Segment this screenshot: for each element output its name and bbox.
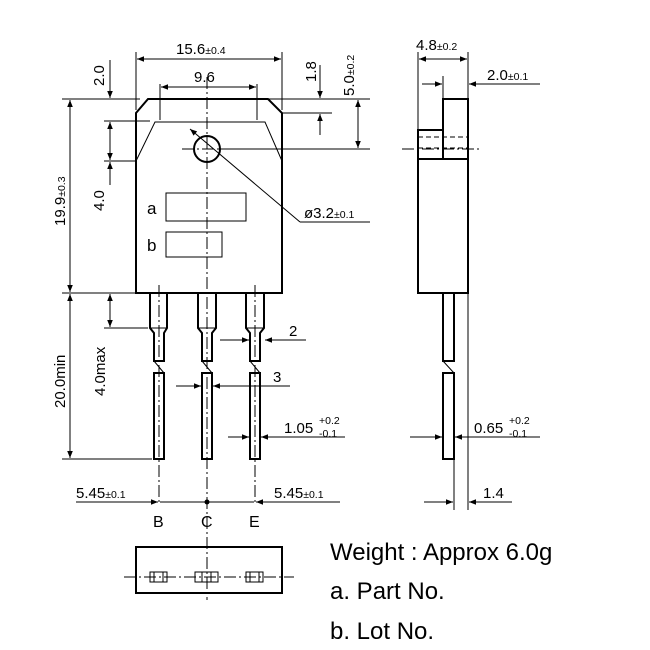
dim-top-offset: 2.0 [91, 65, 108, 86]
dim-shoulder: 4.0max [92, 346, 109, 396]
dim-side-thickness: 4.8±0.2 [416, 37, 457, 54]
bottom-view [124, 546, 294, 594]
dim-tab-thickness: 2.0±0.1 [487, 67, 528, 84]
dim-body-width: 15.6±0.4 [176, 41, 226, 58]
side-view-dimensions: 4.8±0.2 2.0±0.1 0.65 +0.2 -0.1 1.4 [410, 37, 540, 510]
tab-bevel [135, 121, 283, 162]
bottom-lead-base [149, 571, 168, 583]
svg-text:+0.2: +0.2 [509, 415, 530, 427]
dim-hole-spacing: 9.6 [194, 69, 215, 86]
lot-no-marking-area [165, 231, 223, 258]
notes: Weight : Approx 6.0g a. Part No. b. Lot … [330, 539, 552, 645]
dim-chamfer: 1.8 [303, 61, 320, 82]
dim-lead-thickness: 1.05 [284, 420, 313, 437]
pin-label-collector: C [201, 514, 213, 531]
pin-label-emitter: E [249, 514, 260, 531]
dim-side-lead-thickness: 0.65 [474, 420, 503, 437]
dim-hole-diameter: ø3.2±0.1 [304, 205, 355, 222]
dim-body-height: 19.9±0.3 [52, 176, 69, 226]
bottom-view-body [135, 546, 283, 594]
note-part-no: a. Part No. [330, 578, 445, 605]
bottom-lead-emitter [245, 571, 264, 583]
side-view [402, 98, 480, 460]
dim-pitch-left: 5.45±0.1 [76, 485, 126, 502]
front-view-dimensions: 15.6±0.4 9.6 2.0 4.0 19.9±0.3 20.0min [52, 41, 370, 531]
dim-side-lead-offset: 1.4 [483, 485, 504, 502]
side-lead-upper [442, 292, 455, 362]
dim-hole-depth: 5.0±0.2 [341, 55, 358, 96]
note-weight: Weight : Approx 6.0g [330, 539, 552, 566]
svg-text:-0.1: -0.1 [319, 428, 337, 440]
package-body [135, 98, 283, 294]
note-lot-no: b. Lot No. [330, 618, 434, 645]
dim-pitch-right: 5.45±0.1 [274, 485, 324, 502]
pin-label-base: B [153, 514, 164, 531]
side-lead-lower [442, 372, 455, 460]
lead-collector [197, 293, 217, 460]
svg-text:+0.2: +0.2 [319, 415, 340, 427]
marking-a-label: a [147, 199, 157, 218]
dim-lead-width-wide: 2 [289, 323, 297, 340]
dim-lead-length: 20.0min [52, 355, 69, 408]
dim-lead-width-narrow: 3 [273, 369, 281, 386]
side-tab [442, 98, 469, 159]
bottom-lead-collector [194, 571, 219, 583]
part-no-marking-area [165, 192, 247, 222]
side-body [417, 158, 469, 294]
marking-b-label: b [147, 236, 156, 255]
svg-text:-0.1: -0.1 [509, 428, 527, 440]
dim-hole-height: 4.0 [91, 190, 108, 211]
